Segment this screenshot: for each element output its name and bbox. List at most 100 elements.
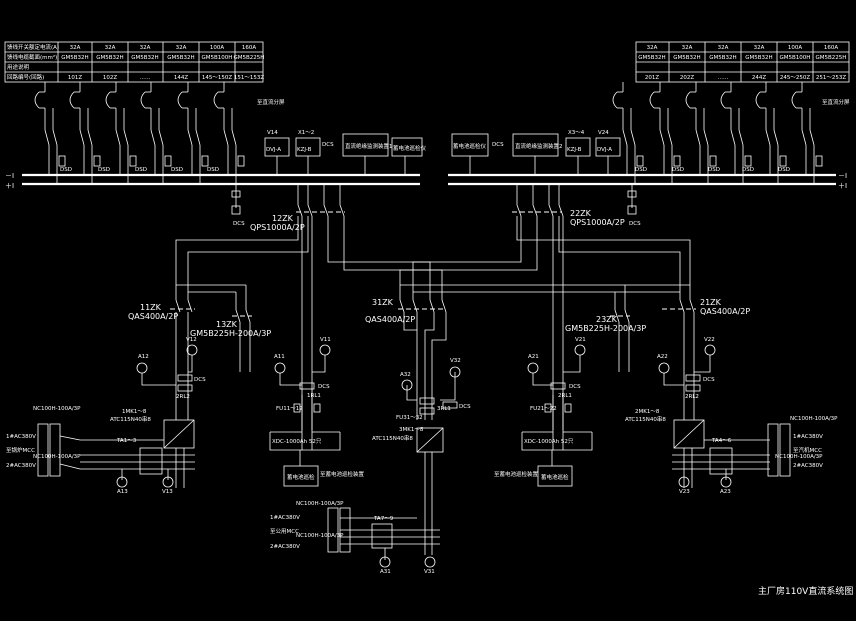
right-header-table: 32AGM5B32H201Z32AGM5B32H202Z32AGM5B32H……… bbox=[635, 41, 850, 83]
dsd-label: DSD bbox=[60, 167, 72, 173]
dsd-label: DSD bbox=[207, 167, 219, 173]
right-battery-note: 至蓄电池巡检装置 bbox=[494, 470, 539, 478]
right-dcs-b-label: DCS bbox=[569, 384, 581, 390]
right-fu-label: FU21～22 bbox=[530, 406, 557, 412]
right-feeder-number: 245～250Z bbox=[780, 75, 810, 81]
dsd-label: DSD bbox=[708, 167, 720, 173]
meter-label: A31 bbox=[380, 569, 391, 575]
switch-11zk-id: 11ZK bbox=[140, 303, 162, 312]
right-mcc-label: 至汽机MCC bbox=[793, 446, 822, 454]
header-row-1: 馈线开关额定电流(A) bbox=[7, 43, 59, 51]
meter-v11: V11 bbox=[319, 337, 331, 356]
left-battery-label: XDC-1000Ah 52只 bbox=[272, 438, 322, 445]
right-v24-label: V24 bbox=[598, 130, 609, 136]
switch-11zk: 11ZK QAS400A/2P bbox=[128, 299, 195, 360]
left-inspector-label: 蓄电池巡检仪 bbox=[393, 144, 427, 152]
switch-21zk: 21ZK QAS400A/2P bbox=[662, 298, 750, 360]
left-ta-box bbox=[139, 447, 163, 475]
right-ac1-label: 1#AC380V bbox=[793, 434, 823, 440]
bus-positive-label: ＋Ⅰ bbox=[5, 182, 14, 190]
right-feeder-number: 202Z bbox=[680, 75, 694, 81]
left-feeder-current: 32A bbox=[105, 45, 116, 51]
left-feeder-model: GM5B32H bbox=[131, 55, 158, 61]
right-ta-box bbox=[709, 447, 733, 475]
feeder-branch bbox=[791, 82, 823, 184]
right-feeder-current: 100A bbox=[788, 45, 802, 51]
center-mcc-label: 至公用MCC bbox=[270, 528, 299, 535]
meter-label: V23 bbox=[679, 489, 690, 495]
left-battery-switch-tap bbox=[239, 360, 251, 372]
center-dcs-label: DCS bbox=[459, 404, 471, 410]
left-ac-breaker2: NC100H-100A/3P bbox=[33, 454, 81, 460]
meter-a11: A11 bbox=[274, 354, 286, 374]
switch-23zk-model: GM5B225H-200A/3P bbox=[565, 324, 646, 333]
dc-bus-right bbox=[448, 173, 836, 186]
left-feeder-number: 101Z bbox=[68, 75, 82, 81]
left-bus-dcs: DCS bbox=[231, 184, 245, 227]
meter-label: A22 bbox=[657, 354, 668, 360]
right-feeder-model: GM5B32H bbox=[709, 55, 736, 61]
switch-11zk-model: QAS400A/2P bbox=[128, 312, 178, 321]
left-fu-label: FU11～12 bbox=[276, 406, 303, 412]
left-feeder-model: GM5B32H bbox=[96, 55, 123, 61]
left-insulation-label: 直流绝缘监测装置1 bbox=[345, 142, 393, 150]
meter-a13: A13 bbox=[116, 476, 128, 495]
dsd-label: DSD bbox=[98, 167, 110, 173]
header-row-3: 用途说明 bbox=[7, 63, 30, 71]
switch-13zk: 13ZK GM5B225H-200A/3P bbox=[190, 285, 271, 360]
right-battery-monitor bbox=[537, 465, 573, 487]
main-switch-12zk: 12ZK QPS1000A/2P bbox=[250, 184, 345, 232]
meter-v21: V21 bbox=[574, 337, 586, 356]
right-feeder-model: GM5B32H bbox=[638, 55, 665, 61]
right-inspector-label: 蓄电池巡检仪 bbox=[453, 142, 487, 150]
left-battery-inspector bbox=[391, 137, 423, 157]
right-insulation-label: 直流绝缘监测装置2 bbox=[515, 142, 563, 150]
meter-label: A23 bbox=[720, 489, 731, 495]
right-feeder-current: 32A bbox=[647, 45, 658, 51]
left-charger-id: 1MK1～8 bbox=[122, 409, 147, 415]
right-charger-group: DCS 2RL2 2MK1～8 ATC115N40串8 TA4～6 NC100H… bbox=[625, 360, 838, 488]
left-header-table: 馈线开关额定电流(A) 馈线电缆截面(mm²) 用途说明 回路编号(回路) 32… bbox=[4, 41, 264, 83]
right-charger-id: 2MK1～8 bbox=[635, 409, 660, 415]
meter-label: V11 bbox=[320, 337, 331, 343]
right-charger-model: ATC115N40串8 bbox=[625, 416, 666, 423]
meter-v31: V31 bbox=[424, 556, 436, 575]
feeder-branch bbox=[69, 82, 101, 184]
meter-label: V21 bbox=[575, 337, 586, 343]
right-feeder-model: GM5B32H bbox=[673, 55, 700, 61]
meter-v22: V22 bbox=[704, 337, 716, 356]
center-ac2-label: 2#AC380V bbox=[270, 544, 300, 550]
switch-23zk-id: 23ZK bbox=[596, 315, 618, 324]
left-battery-note: 至蓄电池巡检装置 bbox=[320, 470, 365, 478]
meter-label: A21 bbox=[528, 354, 539, 360]
switch-31zk: 31ZK QAS400A/2P bbox=[365, 298, 447, 420]
left-feeder-current: 160A bbox=[242, 45, 256, 51]
header-row-2: 馈线电缆截面(mm²) bbox=[7, 53, 57, 61]
right-feeder-current: 160A bbox=[824, 45, 838, 51]
right-battery-group: DCS 2RL1 FU21～22 XDC-1000Ah 52只 蓄电池巡检 至蓄… bbox=[494, 382, 593, 487]
meter-a21: A21 bbox=[527, 354, 539, 374]
bus-negative-label: －Ⅰ bbox=[5, 172, 14, 180]
left-battery-monitor bbox=[283, 465, 319, 487]
right-kzj-label: KZJ-B bbox=[567, 147, 582, 153]
left-dcs-b-label: DCS bbox=[318, 384, 330, 390]
feeder-branch bbox=[140, 82, 172, 184]
feeder-branch bbox=[685, 82, 717, 184]
left-feeder-note: 至直流分屏 bbox=[257, 98, 285, 106]
feeder-branch bbox=[177, 82, 209, 184]
center-rl-label: 3RL1 bbox=[437, 406, 451, 412]
right-ac-breaker2: NC100H-100A/3P bbox=[775, 454, 823, 460]
left-ac2-label: 2#AC380V bbox=[6, 463, 36, 469]
switch-31zk-id: 31ZK bbox=[372, 298, 394, 307]
center-ta-box bbox=[371, 523, 393, 549]
right-feeder-note: 至直流分屏 bbox=[822, 98, 850, 106]
right-feeder-model: GM5B225H bbox=[816, 55, 847, 61]
left-charger-model: ATC115N40串8 bbox=[110, 416, 151, 423]
right-feeder-number: 244Z bbox=[752, 75, 766, 81]
left-ac1-label: 1#AC380V bbox=[6, 434, 36, 440]
left-feeder-model: GM5B32H bbox=[167, 55, 194, 61]
